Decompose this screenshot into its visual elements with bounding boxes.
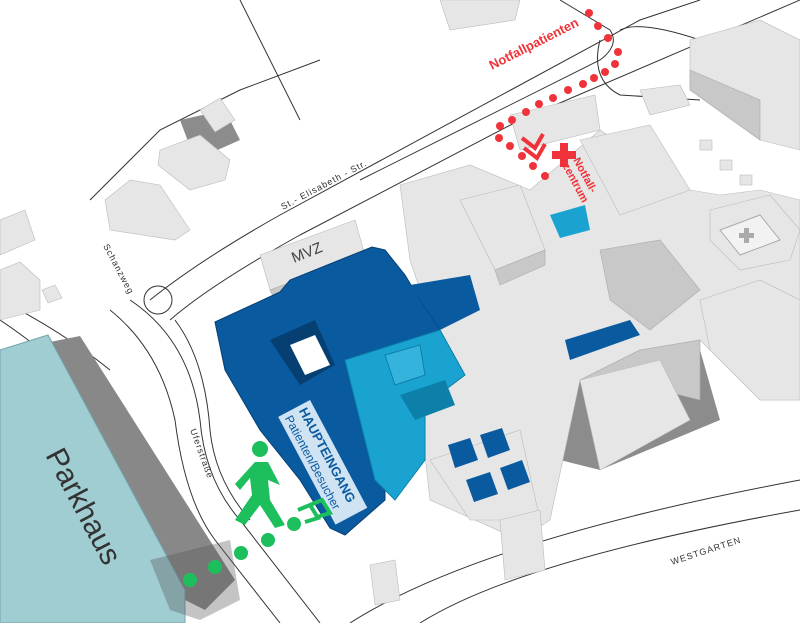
pedestrian-route — [183, 441, 334, 587]
residential-buildings — [0, 0, 800, 606]
chevron-down-icon — [520, 133, 547, 161]
emergency-cross-icon — [552, 143, 576, 167]
emergency-route-label: Notfallpatienten — [487, 15, 581, 73]
pedestrian-icon — [235, 441, 285, 528]
street-st-elisabeth: St.- Elisabeth - Str. — [279, 158, 368, 212]
street-schanzweg: Schanzweg — [101, 242, 136, 296]
street-westgarten: WESTGARTEN — [670, 535, 743, 567]
main-building — [214, 246, 640, 536]
parking-garage: Parkhaus — [0, 334, 240, 623]
helipad-icon — [719, 214, 781, 256]
direction-arrows-icon — [297, 497, 334, 524]
